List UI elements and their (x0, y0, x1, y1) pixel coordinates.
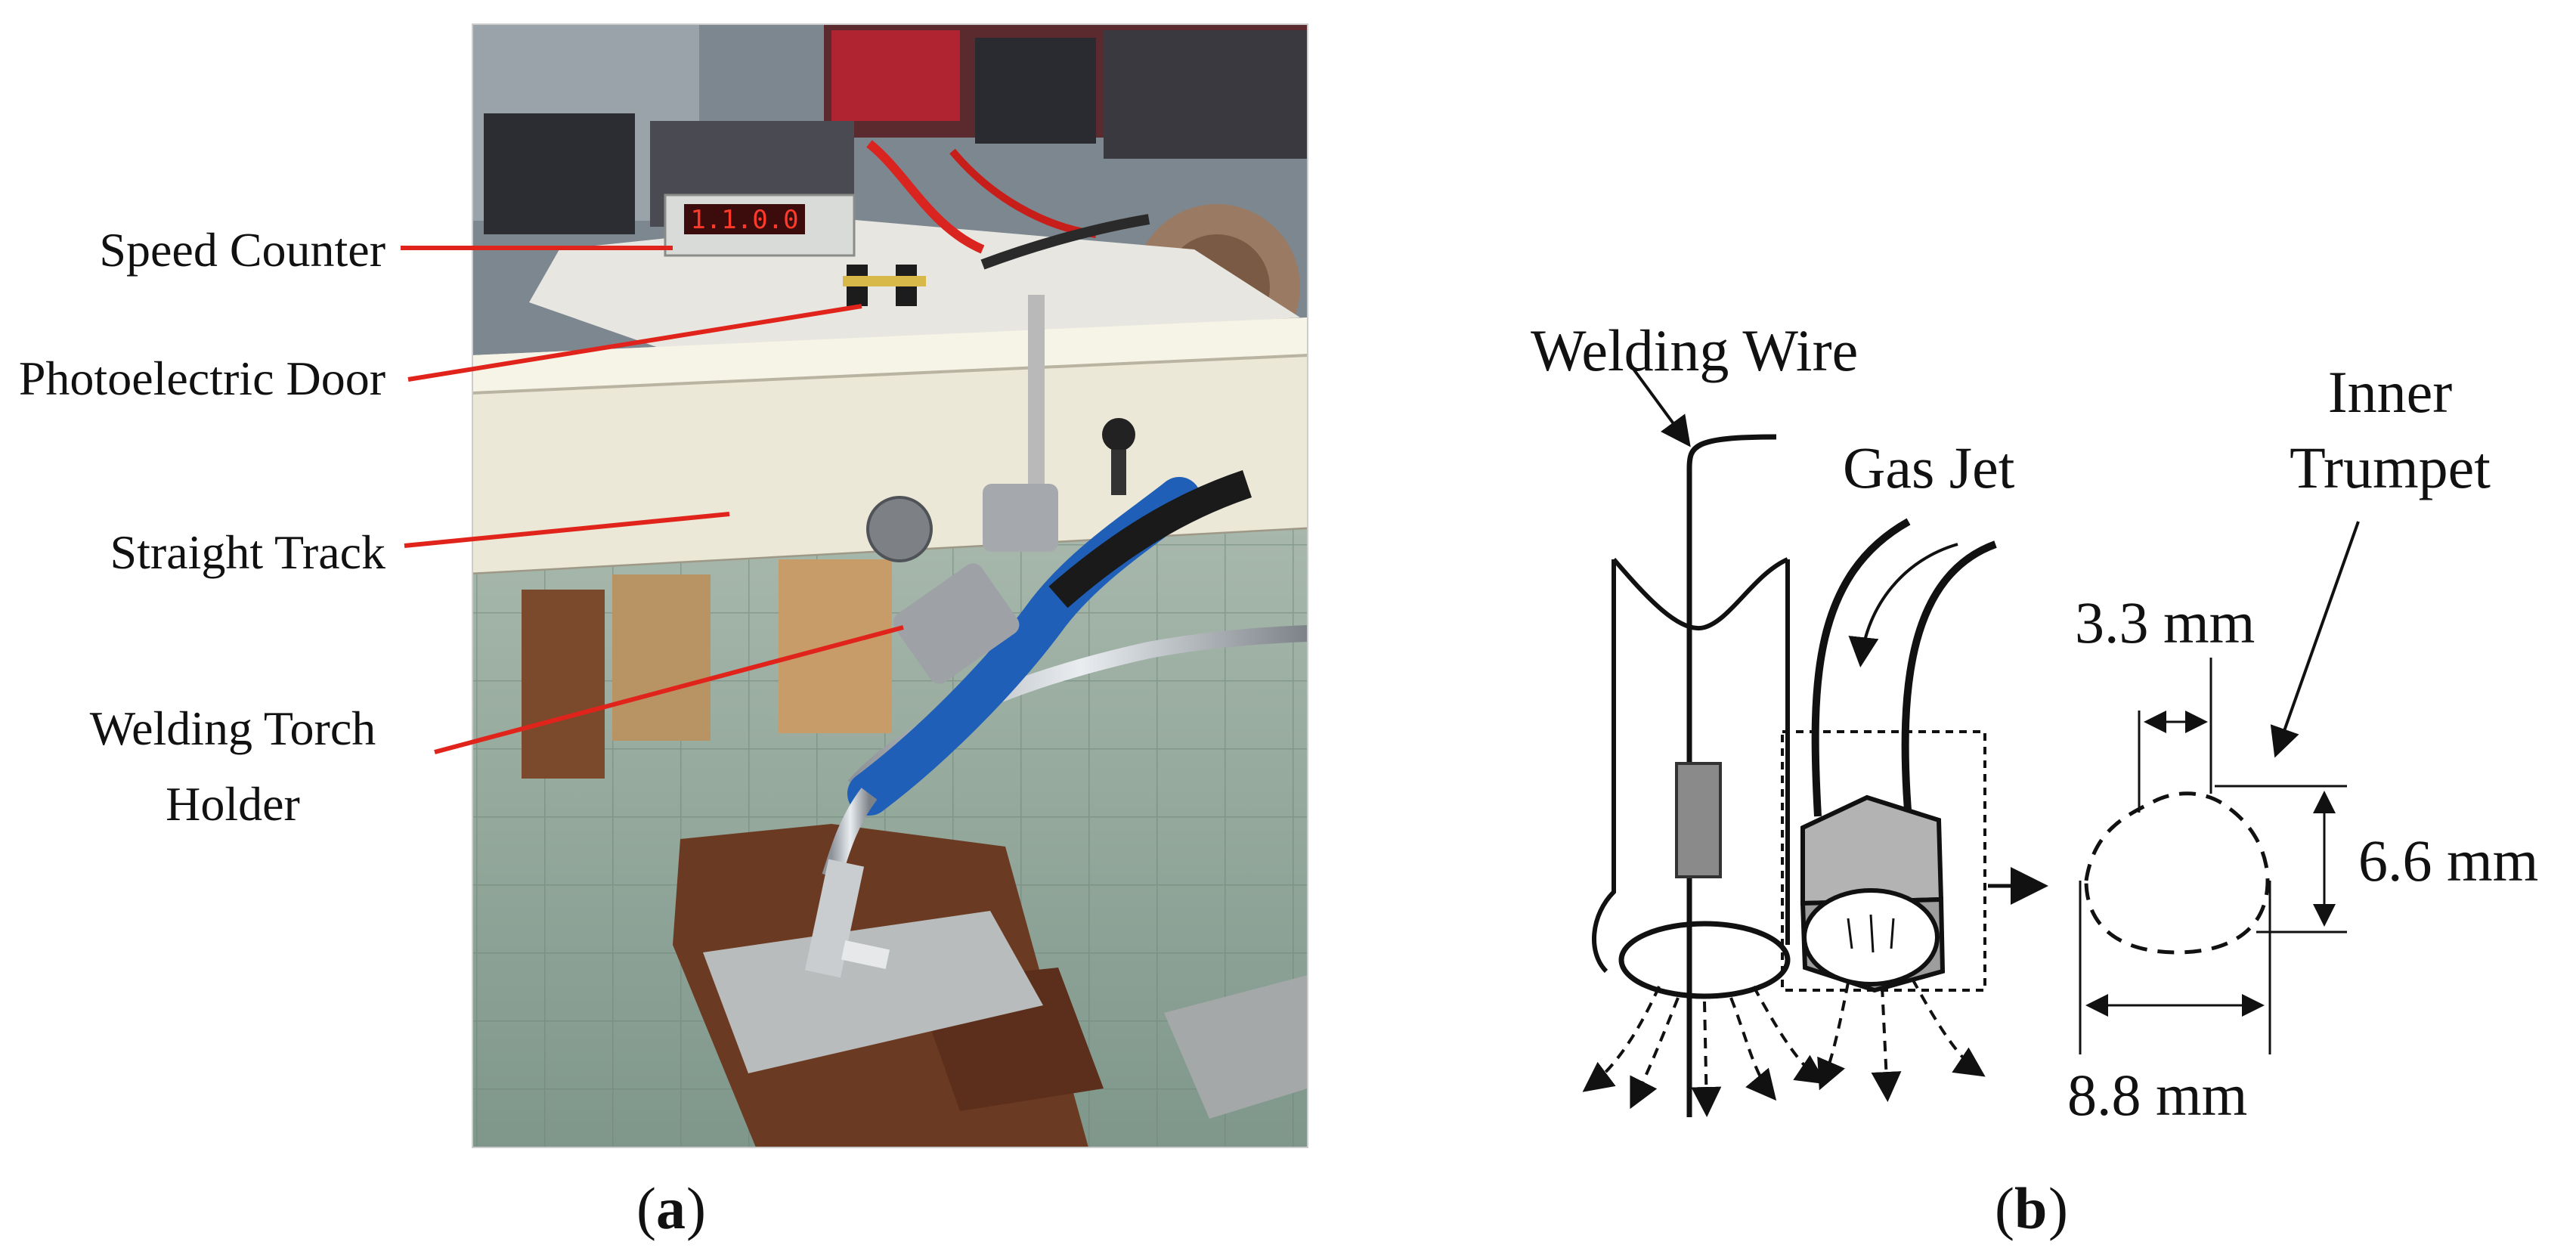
label-inner: Inner (2328, 359, 2453, 425)
gas-line-left (1811, 518, 1911, 817)
caption-b-close: ) (2048, 1175, 2068, 1241)
label-holder: Holder (166, 777, 300, 831)
nozzle-left-wall (1592, 559, 1616, 974)
schematic-panel (1582, 361, 2360, 1117)
hex-nut-top (1800, 794, 1944, 906)
caption-a-open: ( (636, 1175, 656, 1241)
welding-wire-line (1686, 434, 1777, 1117)
label-photoelectric-door: Photoelectric Door (19, 351, 385, 405)
label-speed-counter: Speed Counter (99, 223, 385, 277)
torch-holder-clamp (893, 563, 1020, 684)
welding-wire-arrow (1627, 361, 1691, 447)
speed-counter-display: 1.1.0.0 (690, 205, 798, 235)
torch-nozzle (804, 859, 865, 978)
label-straight-track: Straight Track (110, 525, 385, 579)
steel-workpiece (703, 911, 1043, 1073)
inner-trumpet-outline (2084, 791, 2270, 955)
gas-line-right (1901, 540, 1997, 821)
red-cabinet (831, 30, 960, 121)
inner-trumpet-arrow (2270, 521, 2360, 758)
photo-panel: 1.1.0.0 (472, 24, 1308, 1147)
nozzle-outlet (1618, 921, 1791, 999)
caption-a-close: ) (686, 1175, 706, 1241)
label-dim-6-6: 6.6 mm (2358, 828, 2538, 893)
label-dim-8-8: 8.8 mm (2067, 1062, 2247, 1128)
equipment-box (484, 113, 635, 234)
hex-nut-bore (1802, 888, 1940, 986)
caption-b-open: ( (1995, 1175, 2014, 1241)
label-dim-3-3: 3.3 mm (2075, 590, 2255, 655)
nozzle-top-edge (1612, 557, 1789, 631)
label-welding-torch: Welding Torch (90, 701, 376, 755)
caption-b-letter: b (2014, 1175, 2047, 1241)
gas-jet-arrow (1848, 543, 1958, 667)
label-trumpet: Trumpet (2290, 435, 2491, 500)
leader-photoelectric-door (407, 304, 862, 382)
leader-welding-torch-holder (434, 625, 904, 754)
contact-tip (1675, 762, 1722, 878)
label-welding-wire: Welding Wire (1531, 317, 1858, 383)
caption-a-letter: a (656, 1175, 686, 1241)
leader-straight-track (404, 512, 730, 548)
label-gas-jet: Gas Jet (1843, 435, 2015, 500)
